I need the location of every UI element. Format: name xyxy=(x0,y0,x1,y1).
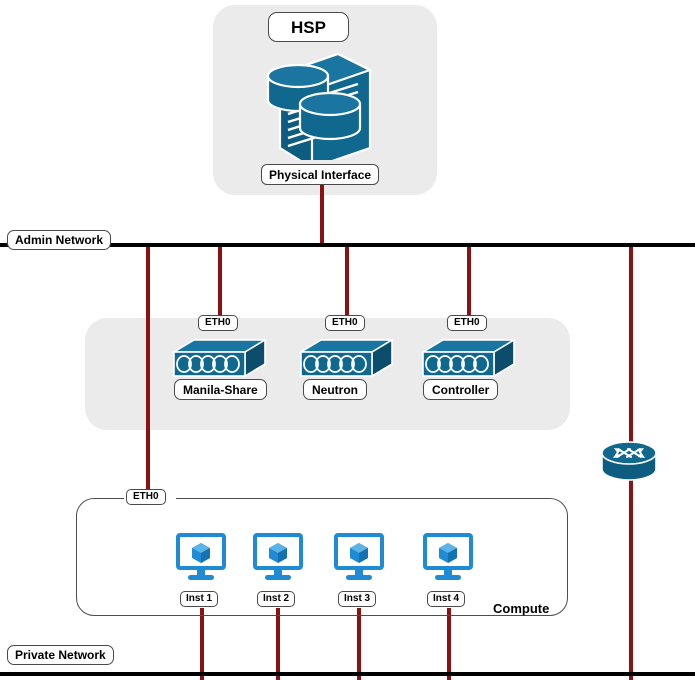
hsp-title-chip[interactable]: HSP xyxy=(268,12,349,42)
inst-2-chip[interactable]: Inst 2 xyxy=(257,591,296,607)
physical-interface-chip[interactable]: Physical Interface xyxy=(261,164,380,185)
inst-3-chip[interactable]: Inst 3 xyxy=(338,591,377,607)
controller-node-chip[interactable]: Controller xyxy=(423,379,499,400)
link-admin-to-compute xyxy=(146,244,150,491)
link-inst-1-to-private xyxy=(200,608,204,680)
private-network-label[interactable]: Private Network xyxy=(7,645,114,665)
link-admin-to-manila-share xyxy=(218,244,222,322)
manila-share-node-chip[interactable]: Manila-Share xyxy=(174,379,267,400)
router-icon xyxy=(600,440,658,484)
compute-label: Compute xyxy=(493,601,550,616)
controller-eth0-chip[interactable]: ETH0 xyxy=(447,315,487,331)
inst-1-chip[interactable]: Inst 1 xyxy=(180,591,219,607)
instance-monitor-icon xyxy=(253,533,303,583)
link-inst-4-to-private xyxy=(447,608,451,680)
inst-4-chip[interactable]: Inst 4 xyxy=(427,591,466,607)
link-inst-2-to-private xyxy=(276,608,280,680)
link-admin-to-neutron xyxy=(345,244,349,322)
instance-monitor-icon xyxy=(423,533,473,583)
link-admin-to-controller xyxy=(467,244,471,322)
neutron-eth0-chip[interactable]: ETH0 xyxy=(325,315,365,331)
admin-network-bus xyxy=(0,243,695,247)
server-switch-icon xyxy=(421,338,516,378)
instance-monitor-icon xyxy=(334,533,384,583)
link-hsp-to-admin xyxy=(320,180,324,244)
neutron-node-chip[interactable]: Neutron xyxy=(303,379,367,400)
instance-monitor-icon xyxy=(176,533,226,583)
private-network-bus xyxy=(0,672,695,676)
storage-array-icon xyxy=(266,50,376,160)
admin-network-label[interactable]: Admin Network xyxy=(7,230,112,250)
compute-eth0-chip[interactable]: ETH0 xyxy=(126,489,166,505)
compute-container xyxy=(76,498,568,616)
server-switch-icon xyxy=(299,338,394,378)
manila-share-eth0-chip[interactable]: ETH0 xyxy=(198,315,238,331)
link-inst-3-to-private xyxy=(357,608,361,680)
server-switch-icon xyxy=(172,338,267,378)
